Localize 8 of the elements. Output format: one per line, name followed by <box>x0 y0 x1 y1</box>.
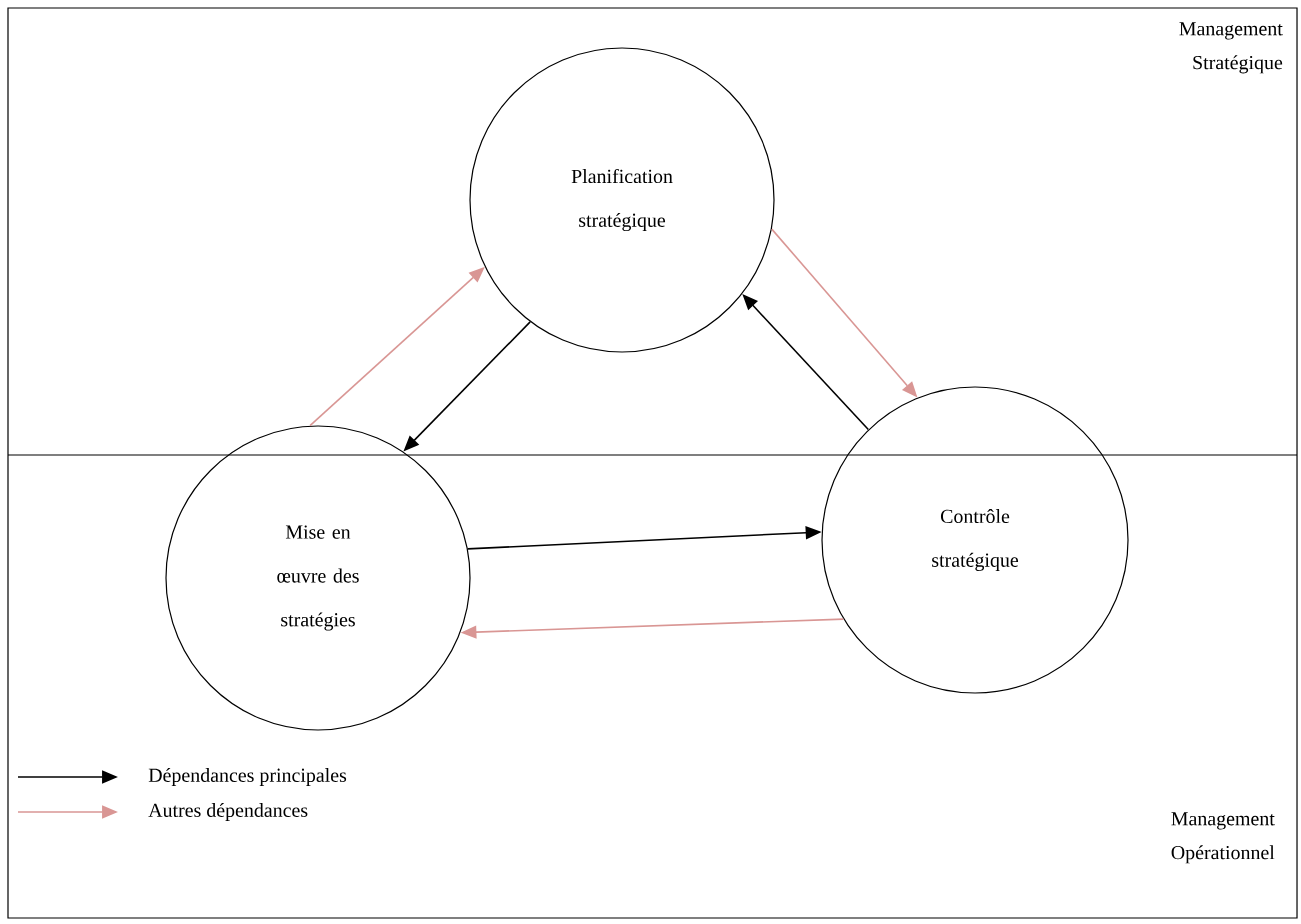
legend-label: Dépendances principales <box>148 767 347 787</box>
section-label: Management Stratégique <box>1179 22 1283 74</box>
section-label: Management Opérationnel <box>1171 812 1275 864</box>
circle-node: Mise en œuvre des stratégies <box>165 425 471 731</box>
circle-node: Planification stratégique <box>469 47 775 353</box>
circle-node: Contrôle stratégique <box>821 386 1129 694</box>
legend-label: Autres dépendances <box>148 802 308 822</box>
arrow <box>742 294 870 431</box>
